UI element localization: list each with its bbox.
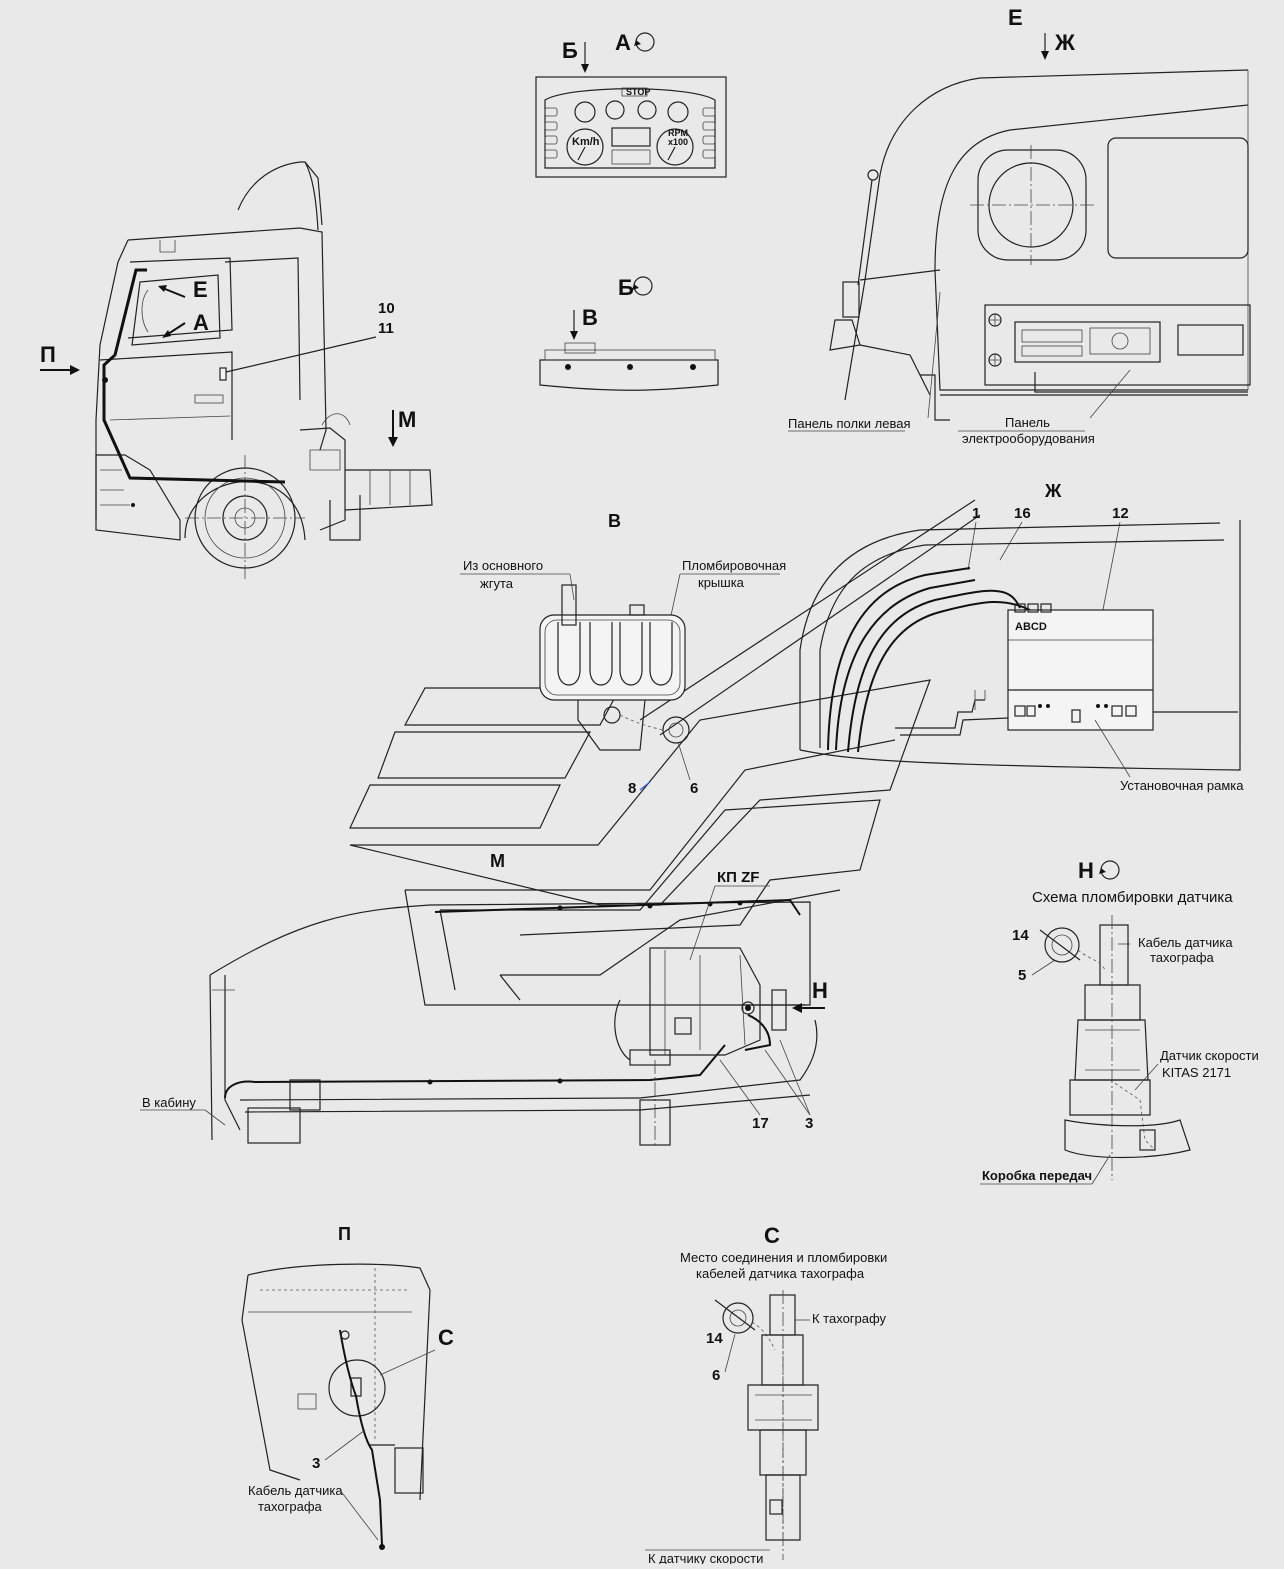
- rpm-multiplier: x100: [668, 137, 688, 147]
- view-m-marker: М: [398, 407, 416, 432]
- view-m-title: М: [490, 851, 505, 871]
- view-a-dashboard: Б А STOP Km/h RPM x100: [535, 30, 727, 178]
- seal-screw-icon: [603, 706, 621, 724]
- view-e-title: Е: [1008, 5, 1023, 30]
- sensor-cable-label-1: Кабель датчика: [1138, 935, 1233, 950]
- elec-panel-label-1: Панель: [1005, 415, 1050, 430]
- mount-frame-label: Установочная рамка: [1120, 778, 1244, 793]
- callout-3b: 3: [312, 1455, 320, 1472]
- shelf-panel-label: Панель полки левая: [788, 416, 911, 431]
- view-v-marker: В: [582, 305, 598, 330]
- to-tacho-label: К тахографу: [812, 1311, 887, 1326]
- view-zh-marker: Ж: [1054, 30, 1075, 55]
- p-cable-label-2: тахографа: [258, 1499, 323, 1514]
- speed-sensor-label-2: KITAS 2171: [1162, 1065, 1231, 1080]
- gearbox-body: [649, 947, 761, 1056]
- to-cab-label: В кабину: [142, 1095, 196, 1110]
- view-s-marker: С: [438, 1325, 454, 1350]
- view-b-panel: Б В: [539, 275, 719, 391]
- callout-14b: 14: [706, 1330, 723, 1347]
- view-n-title: Н: [1078, 858, 1094, 883]
- to-speed-sensor-label: К датчику скорости: [648, 1551, 763, 1564]
- view-v-seal-cover: В Из основного жгута Пломбировочная крыш…: [460, 511, 786, 797]
- view-b-marker: Б: [562, 38, 578, 63]
- view-direction-arrows: [349, 499, 981, 1006]
- view-s-cable-joint: С Место соединения и пломбировки кабелей…: [645, 1223, 887, 1566]
- speedometer-icon: [566, 128, 604, 166]
- rotate-icon: [1100, 860, 1120, 880]
- view-e-cab-interior: Е Ж Панель п: [788, 5, 1251, 446]
- joint-title-2: кабелей датчика тахографа: [696, 1266, 865, 1281]
- callout-10: 10: [378, 300, 395, 317]
- cab-label-e: Е: [193, 277, 208, 302]
- callout-12: 12: [1112, 505, 1129, 522]
- view-n-marker: Н: [812, 978, 828, 1003]
- dashboard-frame: [535, 76, 727, 178]
- tachograph-unit: [1014, 321, 1161, 363]
- view-a-title: А: [615, 30, 631, 55]
- p-cable-label-1: Кабель датчика: [248, 1483, 343, 1498]
- callout-16: 16: [1014, 505, 1031, 522]
- tachometer-icon: [656, 128, 694, 166]
- rpm-unit: RPM: [668, 128, 688, 138]
- view-zh-tachograph: Ж 1 16 12 ABCD Установочная рамка: [799, 481, 1244, 793]
- kp-zf-label: КП ZF: [717, 869, 759, 886]
- callout-3: 3: [805, 1115, 813, 1132]
- callout-6: 6: [690, 780, 698, 797]
- speed-sensor-label-1: Датчик скорости: [1160, 1048, 1259, 1063]
- view-p-cab-front: П С 3 Кабель датчика тахографа: [241, 1224, 454, 1550]
- sensor-seal-title: Схема пломбировки датчика: [1032, 889, 1233, 906]
- view-s-title: С: [764, 1223, 780, 1248]
- seal-cover-label-2: крышка: [698, 575, 745, 590]
- speed-unit: Km/h: [572, 136, 600, 148]
- elec-panel: [984, 304, 1251, 386]
- cab-label-a: А: [193, 310, 209, 335]
- connector-abcd: ABCD: [1015, 621, 1047, 633]
- joint-title-1: Место соединения и пломбировки: [680, 1250, 887, 1265]
- joint-circle: [328, 1359, 386, 1417]
- callout-14: 14: [1012, 927, 1029, 944]
- callout-8: 8: [628, 780, 636, 797]
- callout-1: 1: [972, 505, 980, 522]
- view-n-sensor-seal: Н Схема пломбировки датчика 14 5 Кабель …: [980, 858, 1259, 1185]
- seal-icon: [1044, 927, 1080, 963]
- seal-icon: [662, 716, 690, 744]
- main-harness-label-1: Из основного: [463, 558, 543, 573]
- callout-6b: 6: [712, 1367, 720, 1384]
- truck-side-view: Е А 10 11 П М: [40, 161, 433, 580]
- elec-panel-label-2: электрооборудования: [962, 431, 1095, 446]
- stop-lamp: STOP: [626, 87, 650, 97]
- view-p-title: П: [338, 1224, 351, 1244]
- view-b-title: Б: [618, 275, 634, 300]
- view-zh-title: Ж: [1044, 481, 1062, 501]
- handle-icon: [219, 367, 227, 381]
- main-harness-label-2: жгута: [480, 576, 514, 591]
- seal-cover-label-1: Пломбировочная: [682, 558, 786, 573]
- view-p-marker: П: [40, 342, 56, 367]
- rotate-icon: [635, 32, 655, 52]
- callout-11: 11: [378, 320, 394, 337]
- callout-5: 5: [1018, 967, 1026, 984]
- gearbox-label: Коробка передач: [982, 1168, 1092, 1183]
- view-v-title: В: [608, 511, 621, 531]
- view-m-chassis: М КП ZF В кабину: [140, 851, 828, 1146]
- rotate-icon: [633, 276, 653, 296]
- callout-17: 17: [752, 1115, 769, 1132]
- seal-icon: [722, 1302, 754, 1334]
- sensor-cable-label-2: тахографа: [1150, 950, 1215, 965]
